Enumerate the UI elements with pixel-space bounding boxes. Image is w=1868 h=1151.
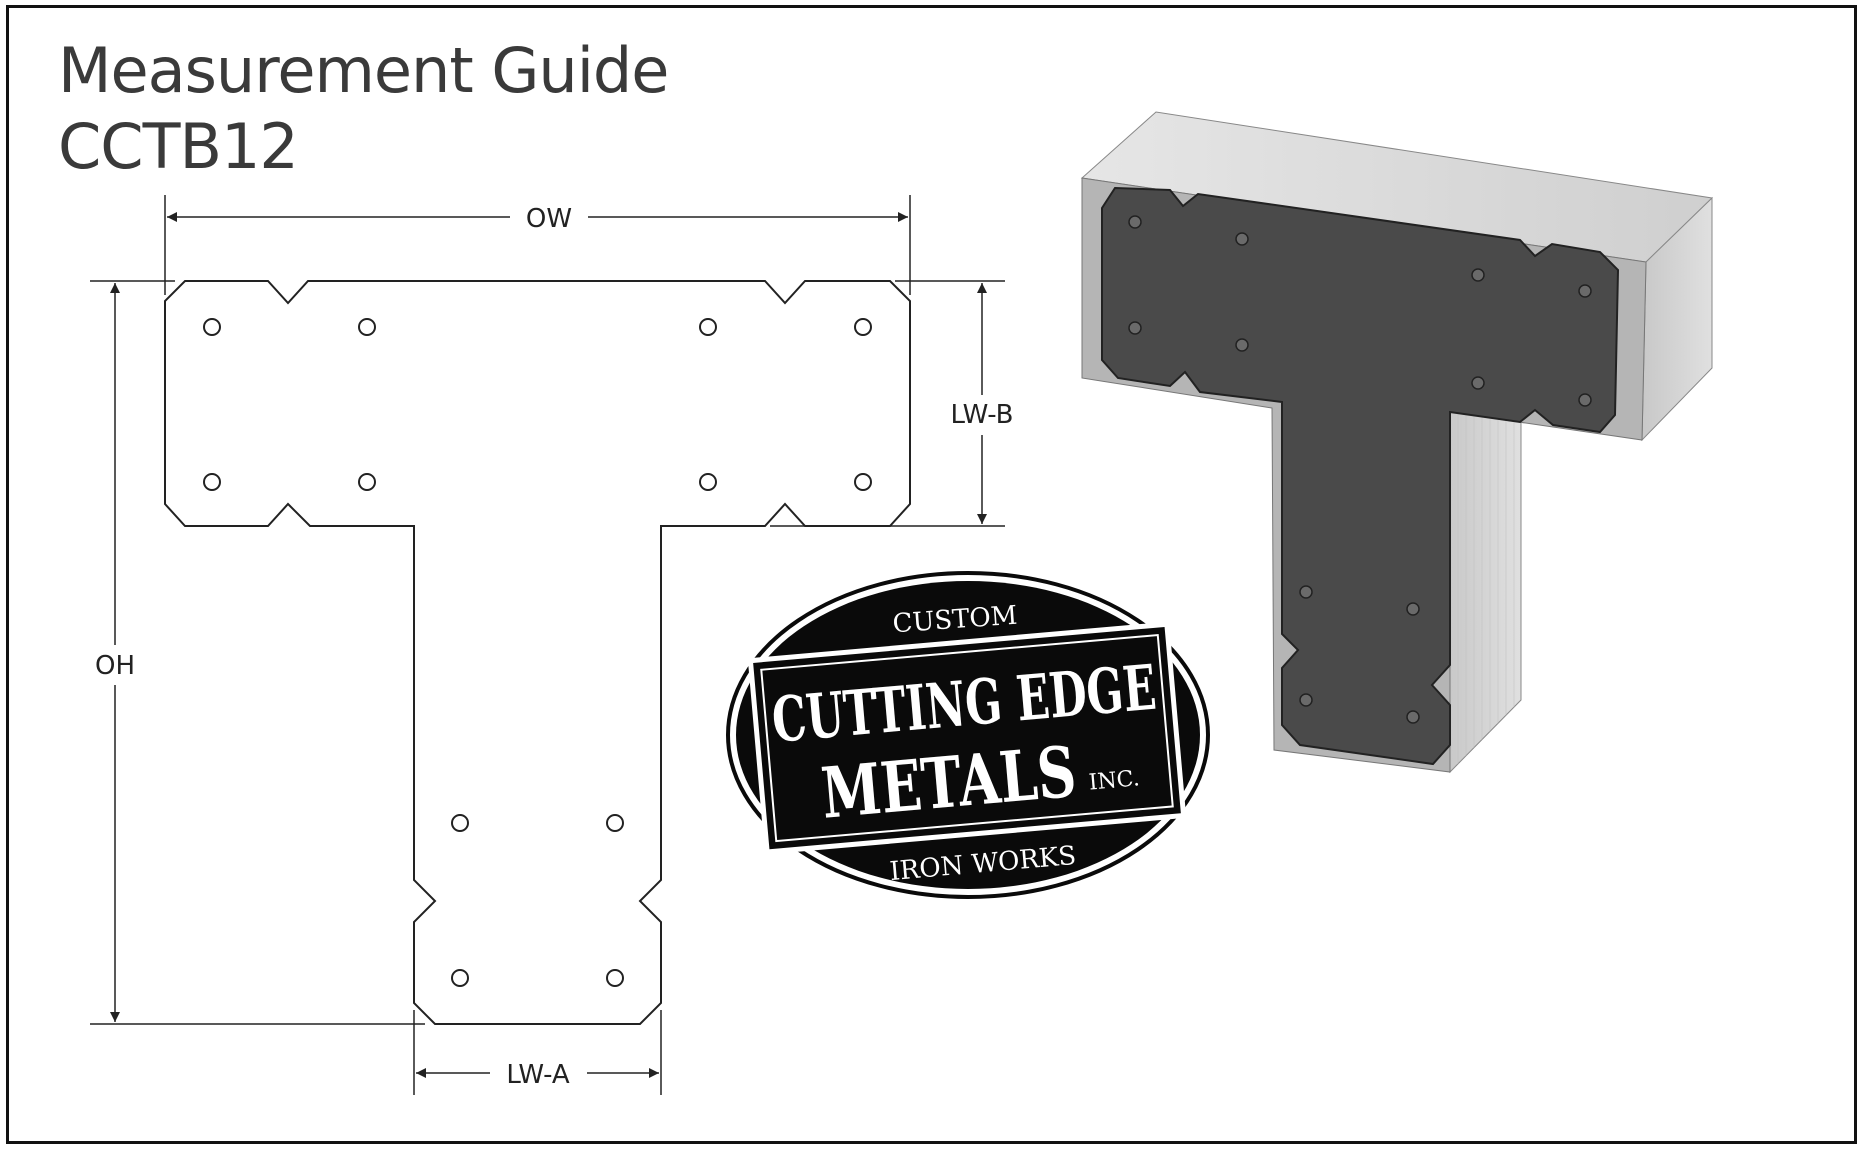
plate-bolt xyxy=(1128,215,1142,229)
dimension-lw-b: LW-B xyxy=(770,280,1014,527)
bolt-hole xyxy=(854,473,872,491)
dimension-label-oh: OH xyxy=(95,651,135,681)
bracket-3d-render xyxy=(1080,111,1714,774)
plate-bolt xyxy=(1406,602,1420,616)
plate-bolt xyxy=(1235,232,1249,246)
bolt-hole xyxy=(854,318,872,336)
bolt-hole xyxy=(451,814,469,832)
plate-bolt xyxy=(1128,321,1142,335)
plate-bolt xyxy=(1406,710,1420,724)
logo-suffix: INC. xyxy=(1088,766,1141,795)
plate-bolt xyxy=(1471,376,1485,390)
dimension-label-ow: OW xyxy=(526,204,572,234)
page-frame xyxy=(6,5,1857,1144)
plate-bolt xyxy=(1578,284,1592,298)
product-code: CCTB12 xyxy=(58,110,299,183)
dimension-ow: OW xyxy=(164,195,911,295)
bolt-hole xyxy=(699,473,717,491)
plate-bolt xyxy=(1578,393,1592,407)
plate-bolt xyxy=(1299,693,1313,707)
plate-bolt xyxy=(1235,338,1249,352)
plate-bolt xyxy=(1299,585,1313,599)
dimension-lw-a: LW-A xyxy=(413,1010,662,1095)
dimension-label-lw-b: LW-B xyxy=(950,400,1013,430)
company-logo: CUSTOM CUTTING EDGE METALS INC. IRON WOR… xyxy=(726,571,1210,899)
t-plate-outline xyxy=(164,280,911,1025)
bolt-hole xyxy=(358,473,376,491)
bolt-hole xyxy=(699,318,717,336)
bolt-hole xyxy=(358,318,376,336)
dimension-label-lw-a: LW-A xyxy=(506,1060,570,1090)
bolt-holes xyxy=(203,318,872,987)
bolt-hole xyxy=(203,318,221,336)
bolt-hole xyxy=(203,473,221,491)
bolt-hole xyxy=(606,969,624,987)
plate-bolt xyxy=(1471,268,1485,282)
bolt-hole xyxy=(451,969,469,987)
bolt-hole xyxy=(606,814,624,832)
page-title: Measurement Guide xyxy=(58,34,669,107)
dimension-oh: OH xyxy=(90,280,425,1025)
